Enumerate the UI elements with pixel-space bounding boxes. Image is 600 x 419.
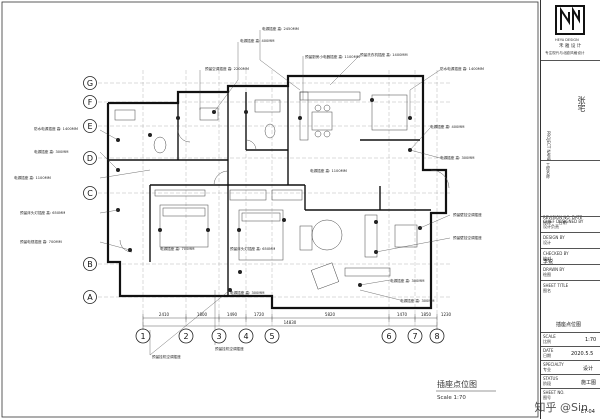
- check-row: CHECKED BY 校对 李锐: [541, 248, 600, 265]
- brand-logo: [555, 5, 585, 35]
- label-16: 预留床头灯插座 高: 650MM: [230, 246, 275, 251]
- dim-6: 1470: [397, 312, 408, 317]
- revision-row: REVISION NO. DATE 修改 日期: [541, 160, 600, 225]
- sheet-label: SHEET TITLE 图名: [543, 283, 569, 293]
- label-3: 预留厨房小电器插座 高: 1100MM: [305, 54, 360, 59]
- label-11: 电源插座 高: 400MM: [430, 124, 465, 129]
- sheet-value: 插座点位图: [556, 322, 582, 328]
- label-7: 电源插座 高: 300MM: [34, 149, 69, 154]
- dim-3: 1490: [227, 312, 238, 317]
- dim-7: 1850: [421, 312, 432, 317]
- grid-row-c: C: [87, 189, 93, 198]
- label-17: 电源插座 高: 700MM: [160, 246, 195, 251]
- grid-row-e: E: [87, 122, 92, 131]
- stage-label: STATUS 阶段: [543, 376, 559, 386]
- grid-col-7: 7: [412, 332, 417, 341]
- label-15: 电源插座 高: 1100MM: [310, 168, 347, 173]
- revision-label: REVISION NO. DATE 修改 日期: [543, 215, 583, 225]
- brand-tagline: 专注现代与北欧风格设计: [545, 51, 585, 55]
- drawn-label: DRAWN BY 绘图: [543, 267, 565, 277]
- label-21: 电源插座 高: 300MM: [400, 298, 435, 303]
- project-row: PROJECT NAME 工程名称 张宅: [541, 60, 600, 179]
- grid-col-3: 3: [216, 332, 221, 341]
- sheet-row: SHEET TITLE 图名 插座点位图: [541, 280, 600, 328]
- stage-value: 施工图: [581, 380, 597, 386]
- label-14: 预留壁挂空调插座: [453, 235, 482, 240]
- grid-col-4: 4: [243, 332, 248, 341]
- label-12: 电源插座 高: 300MM: [440, 155, 475, 160]
- label-22: 电源插座 高: 300MM: [230, 290, 265, 295]
- check-label: CHECKED BY 校对: [543, 251, 569, 261]
- designer-label: CHIEF DESIGNED BY 设计负责: [543, 219, 584, 229]
- design-row: DESIGN BY 设计: [541, 232, 600, 248]
- grid-row-g: G: [87, 79, 93, 88]
- title-block: HEYA DESIGN 禾 雅 设 计 专注现代与北欧风格设计 PROJECT …: [540, 0, 600, 419]
- label-9: 预留床头灯插座 高: 650MM: [20, 210, 65, 215]
- label-13: 预留壁挂空调插座: [453, 212, 482, 217]
- date-value: 2020.5.5: [571, 351, 594, 357]
- dim-total: 14830: [284, 320, 297, 325]
- sheet-no-label: SHEET NO. 图号: [543, 390, 565, 400]
- stage-row: STATUS 阶段 施工图: [541, 374, 600, 388]
- label-6: 防水电源插座 高: 1400MM: [34, 126, 78, 131]
- label-18: 预留挂机空调插座: [152, 354, 181, 359]
- design-value: 李锐: [543, 259, 554, 265]
- watermark: 知乎 @Sin: [534, 401, 588, 414]
- grid-row-b: B: [87, 260, 93, 269]
- grid-col-5: 5: [269, 332, 274, 341]
- dim-2: 1800: [197, 312, 208, 317]
- label-1: 电源插座 高: 400MM: [240, 38, 275, 43]
- brand-sub: HEYA DESIGN: [555, 38, 579, 42]
- brand-name: 禾 雅 设 计: [559, 44, 582, 49]
- grid-col-6: 6: [386, 332, 391, 341]
- label-10: 预留电视插座 高: 700MM: [20, 239, 62, 244]
- dim-4: 1720: [254, 312, 265, 317]
- floor-plan: 1 2 3 4 5 6 7 8 A B C D E F G 2410 1800 …: [1, 1, 539, 418]
- drawing-scale: Scale 1:70: [437, 395, 466, 401]
- project-name: 张宅: [577, 96, 586, 112]
- label-2: 预留空调插座 高: 2200MM: [205, 66, 249, 71]
- grid-col-1: 1: [140, 332, 145, 341]
- grid-col-2: 2: [183, 332, 188, 341]
- grid-row-f: F: [88, 98, 93, 107]
- designer-row: CHIEF DESIGNED BY 设计负责: [541, 216, 600, 232]
- dim-8: 1230: [441, 312, 452, 317]
- label-5: 防水电源插座 高: 1400MM: [440, 66, 484, 71]
- specialty-label: SPECIALTY 专业: [543, 362, 564, 372]
- grid-col-8: 8: [434, 332, 439, 341]
- label-19: 预留挂机空调插座: [215, 346, 244, 351]
- drawn-row: DRAWN BY 绘图: [541, 264, 600, 280]
- specialty-value: 设计: [583, 366, 594, 372]
- dim-1: 2410: [159, 312, 170, 317]
- label-tv: 电源插座 高: 2450MM: [262, 26, 299, 31]
- date-label: DATE 日期: [543, 348, 554, 358]
- label-20: 电源插座 高: 300MM: [390, 278, 425, 283]
- project-label: PROJECT NAME 工程名称: [546, 131, 551, 179]
- scale-value: 1:70: [585, 337, 597, 343]
- scale-label: SCALE 比例: [543, 334, 556, 344]
- design-label: DESIGN BY 设计: [543, 235, 565, 245]
- scale-row: SCALE 比例 1:70: [541, 332, 600, 346]
- dim-5: 5820: [325, 312, 336, 317]
- grid-row-a: A: [87, 293, 93, 302]
- specialty-row: SPECIALTY 专业 设计: [541, 360, 600, 374]
- sheet-no-row: SHEET NO. 图号 ET-04: [541, 388, 600, 419]
- sheet-no-value: ET-04: [581, 409, 595, 415]
- label-8: 电源插座 高: 1100MM: [14, 175, 51, 180]
- drawing-title: 插座点位图: [437, 380, 477, 389]
- grid-row-d: D: [87, 154, 93, 163]
- date-row: DATE 日期 2020.5.5: [541, 346, 600, 360]
- label-4: 预留洗衣机插座 高: 1400MM: [360, 52, 408, 57]
